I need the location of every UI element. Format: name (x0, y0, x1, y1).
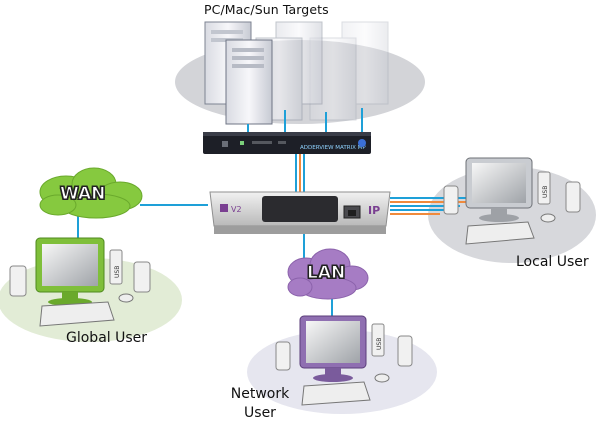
global-keyboard (39, 301, 115, 327)
wan-cloud (39, 167, 143, 219)
network-mouse (374, 373, 390, 383)
local-user-label: Local User (516, 254, 589, 270)
local-speaker-left (443, 185, 459, 215)
lan-label: LAN (306, 263, 346, 284)
network-user-label-line1: Network (230, 386, 290, 402)
network-user-label-line2: User (244, 405, 276, 421)
local-user-workstation: USB (443, 157, 581, 245)
server-front (225, 39, 273, 125)
network-keyboard (301, 381, 371, 406)
local-keyboard (465, 221, 535, 245)
svg-text:V2: V2 (231, 205, 242, 214)
global-mouse (118, 293, 134, 303)
network-user-platform (247, 330, 437, 414)
extender-brand-text: IP (368, 204, 380, 217)
ip-extender: V2 IP (209, 191, 391, 234)
global-speaker-left (9, 265, 27, 297)
global-user-workstation: USB (9, 237, 151, 327)
switch-brand-text: ADDERVIEW MATRIX MP (300, 145, 366, 151)
global-user-label: Global User (66, 330, 148, 346)
target-servers (204, 21, 389, 125)
lan-cloud (287, 248, 369, 300)
network-user-workstation: USB (275, 315, 413, 406)
matrix-switch: ADDERVIEW MATRIX MP (203, 132, 371, 154)
svg-text:USB: USB (542, 186, 549, 198)
local-mouse (540, 213, 556, 223)
network-usb-hub (371, 323, 385, 357)
svg-text:USB: USB (376, 338, 383, 350)
network-speaker-left (275, 341, 291, 371)
network-speaker-right (397, 335, 413, 367)
svg-text:USB: USB (114, 266, 121, 278)
switch-extender-cables (295, 154, 305, 192)
global-speaker-right (133, 261, 151, 293)
wan-label: WAN (59, 184, 106, 205)
local-usb-hub (537, 171, 551, 205)
global-usb-hub (109, 249, 123, 285)
local-speaker-right (565, 181, 581, 213)
targets-title: PC/Mac/Sun Targets (204, 2, 329, 17)
network-user-label: Network User (225, 385, 295, 423)
